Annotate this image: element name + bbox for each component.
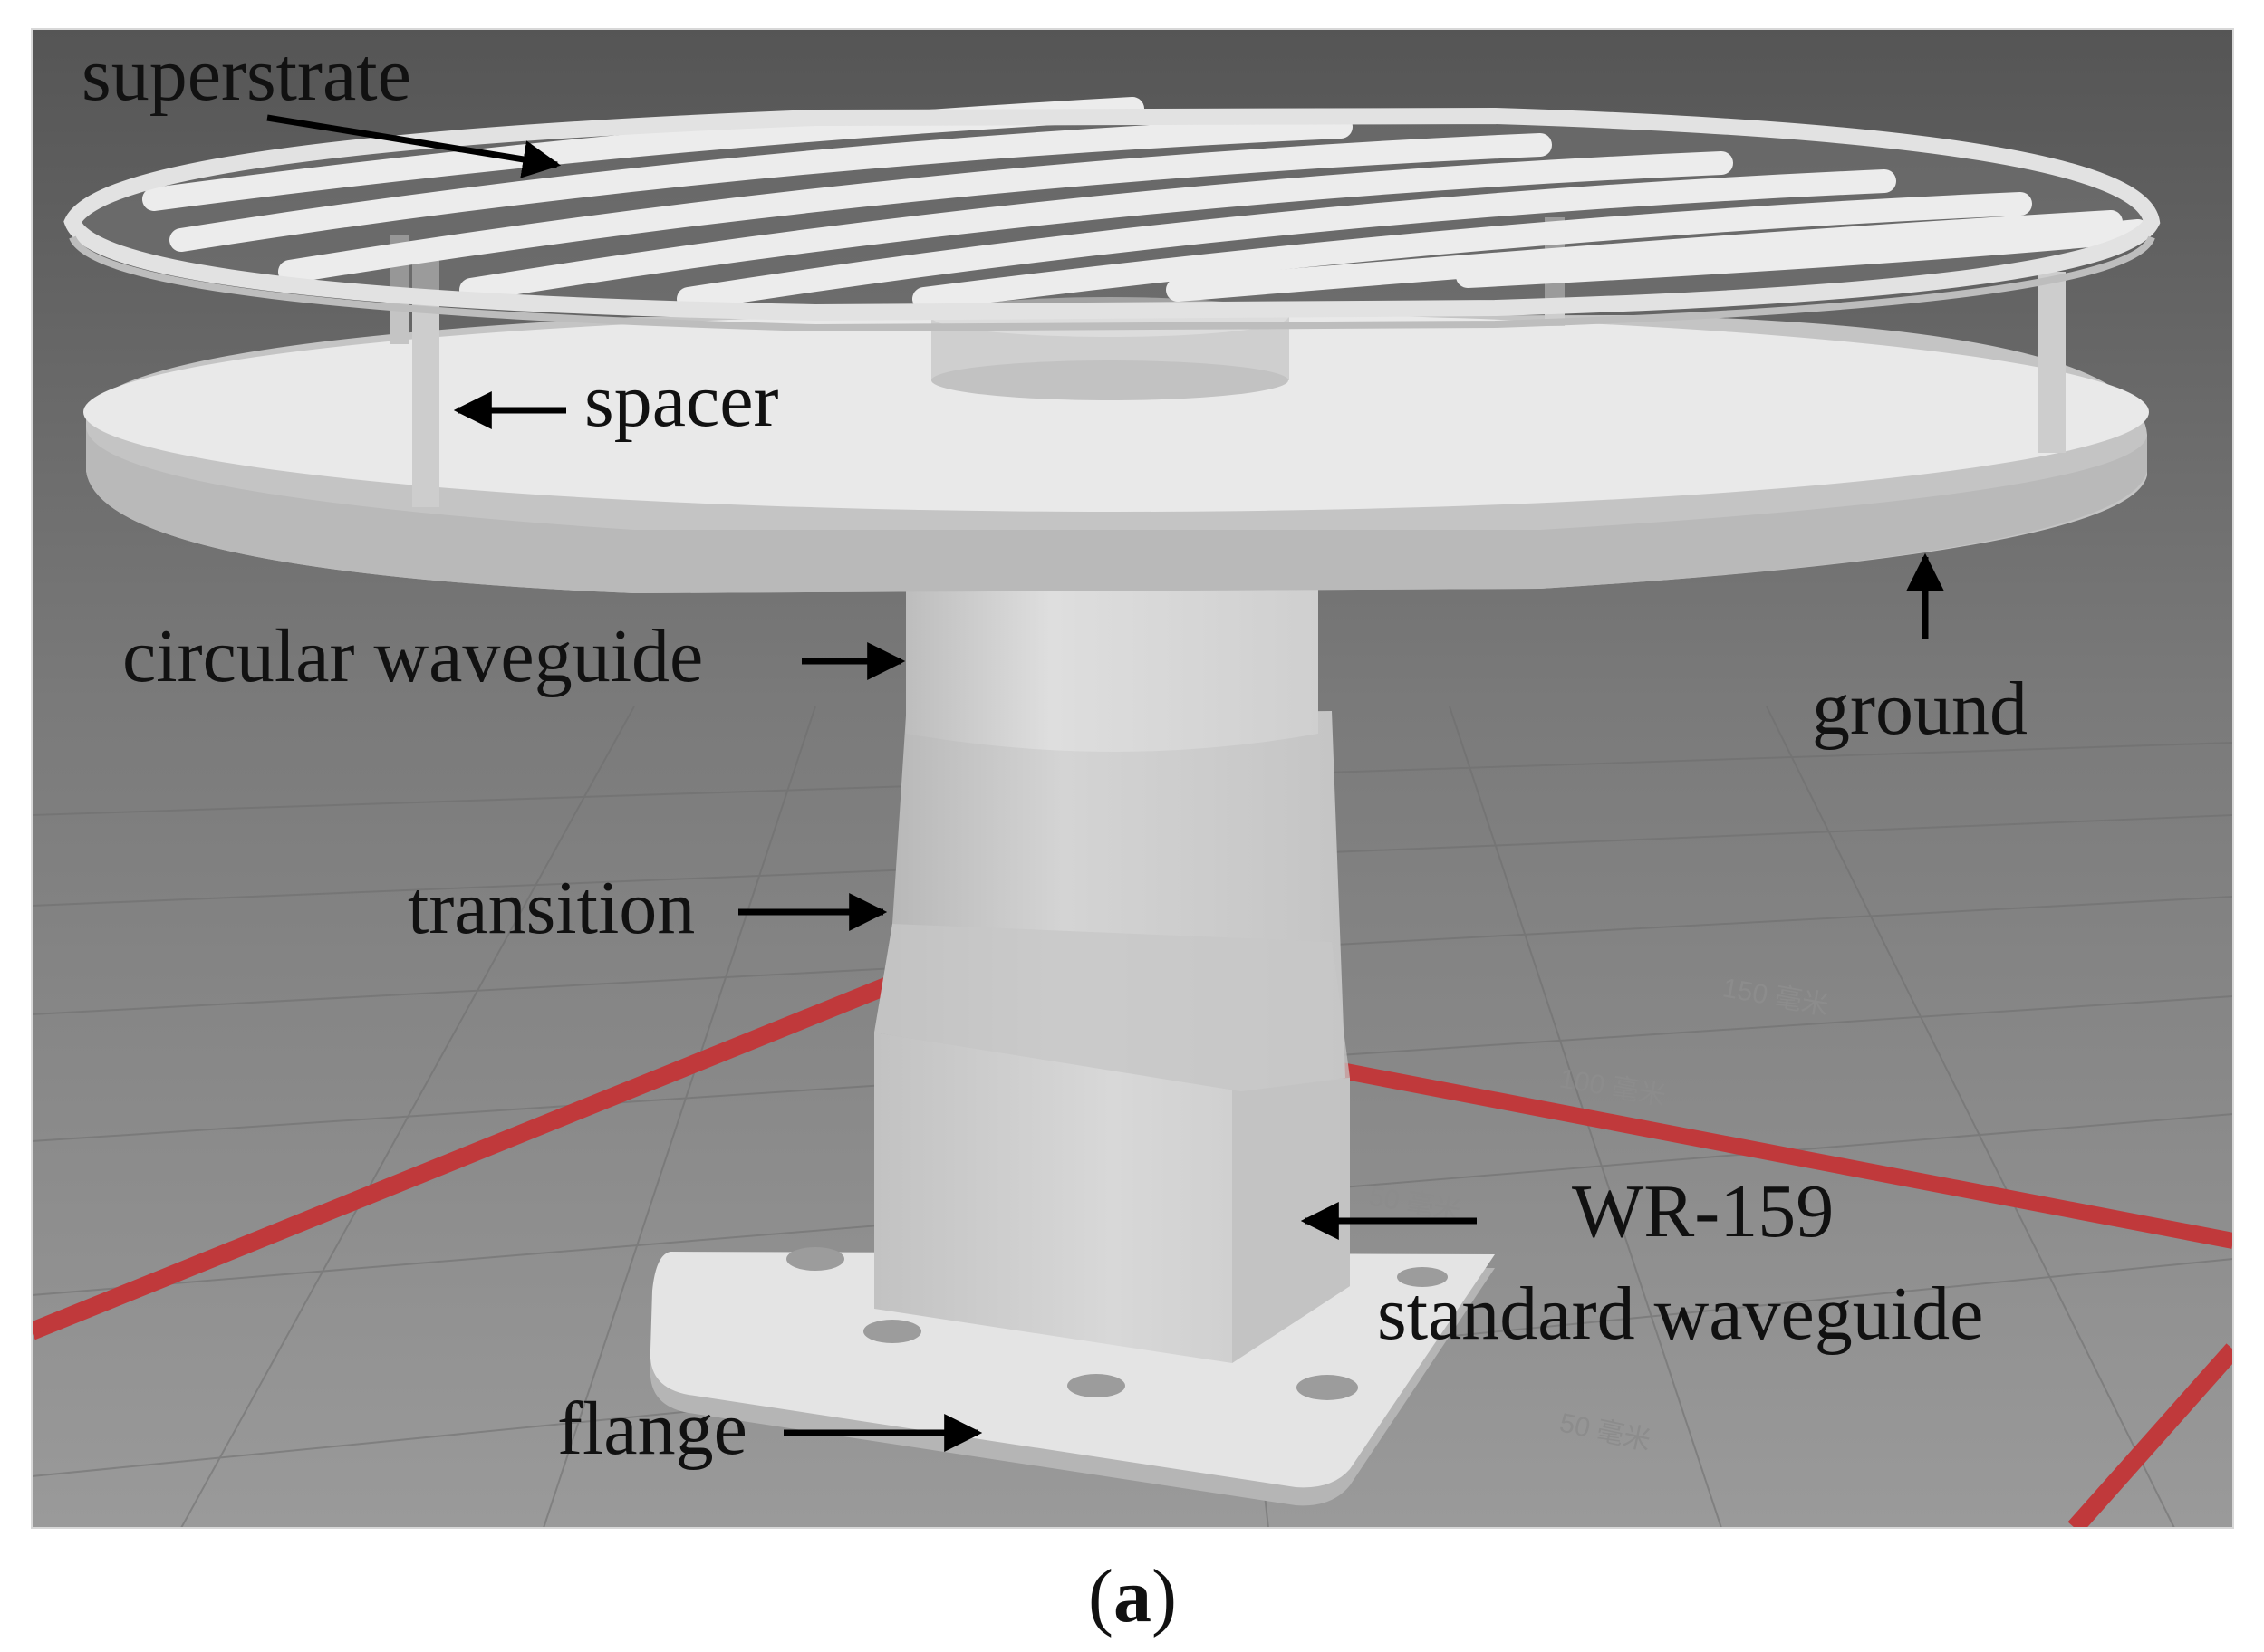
flange-hole bbox=[786, 1247, 844, 1271]
flange-hole bbox=[863, 1320, 921, 1343]
caption-letter: a bbox=[1113, 1554, 1151, 1638]
label-standard-waveguide: standard waveguide bbox=[1377, 1272, 1983, 1356]
figure-frame bbox=[31, 28, 2234, 1529]
label-superstrate: superstrate bbox=[82, 33, 411, 117]
label-transition: transition bbox=[408, 866, 695, 950]
superstrate-grating bbox=[63, 97, 2161, 332]
red-axis-corner bbox=[2067, 1343, 2233, 1528]
flange-hole bbox=[1397, 1267, 1448, 1287]
red-axis-left bbox=[32, 969, 910, 1340]
spacer-post bbox=[2038, 272, 2066, 453]
label-circular-waveguide: circular waveguide bbox=[122, 614, 703, 698]
arrow-superstrate bbox=[266, 114, 562, 178]
red-axis-right bbox=[1330, 1061, 2233, 1249]
caption-close: ) bbox=[1151, 1554, 1177, 1638]
wr159-side-face bbox=[1232, 1078, 1350, 1363]
ground-plane bbox=[83, 312, 2149, 593]
wr159-waveguide bbox=[874, 1032, 1350, 1363]
caption-open: ( bbox=[1088, 1554, 1113, 1638]
circular-waveguide-body bbox=[906, 552, 1318, 752]
annotation-arrows bbox=[266, 114, 1944, 1452]
label-flange: flange bbox=[557, 1387, 747, 1471]
label-ground: ground bbox=[1812, 667, 2028, 751]
transition-lower bbox=[874, 924, 1350, 1091]
figure-caption: (a) bbox=[1088, 1554, 1177, 1638]
label-spacer: spacer bbox=[584, 359, 779, 443]
render-scene: 50 毫米 100 毫米 150 毫米 50 毫米 bbox=[32, 29, 2233, 1528]
flange-hole bbox=[1296, 1375, 1358, 1400]
flange-hole bbox=[1067, 1374, 1125, 1397]
label-wr159: WR-159 bbox=[1572, 1169, 1834, 1253]
